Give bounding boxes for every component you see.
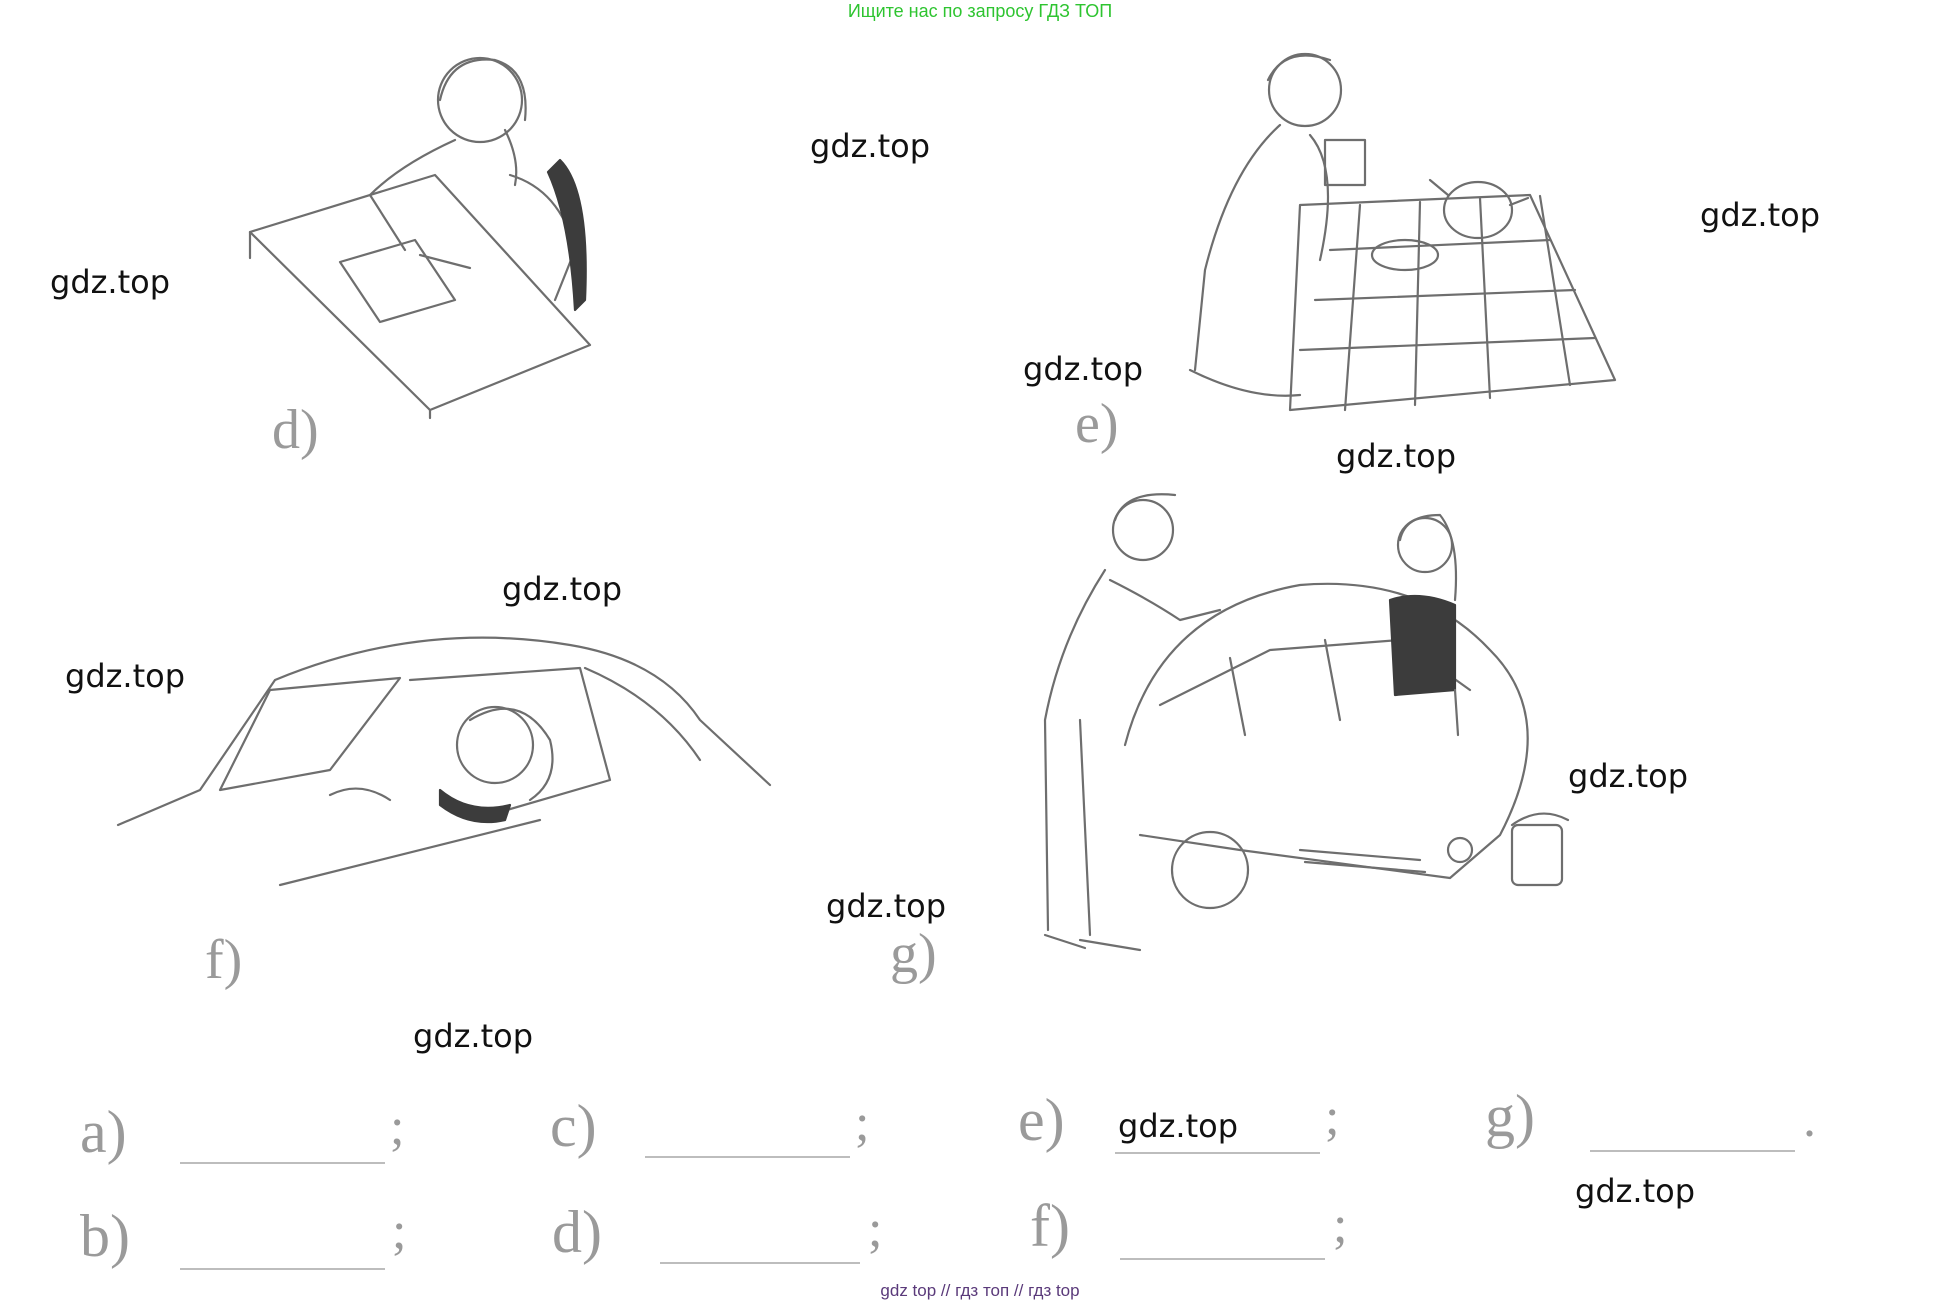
watermark: gdz.top (1023, 350, 1144, 388)
watermark: gdz.top (810, 127, 931, 165)
answer-line-c[interactable] (645, 1156, 850, 1158)
watermark: gdz.top (1568, 757, 1689, 795)
scene-label-e: e) (1075, 393, 1119, 455)
scene-g-drawing (1043, 493, 1570, 952)
scene-label-g: g) (890, 923, 937, 985)
watermark: gdz.top (1700, 196, 1821, 234)
scene-label-d: d) (272, 399, 319, 461)
answer-line-d[interactable] (660, 1262, 860, 1264)
scene-d-drawing (248, 56, 592, 420)
watermark: gdz.top (826, 887, 947, 925)
watermark: gdz.top (65, 657, 186, 695)
answer-line-b[interactable] (180, 1268, 385, 1270)
answer-line-a[interactable] (180, 1162, 385, 1164)
footer-links: gdz top // гдз топ // гдз top (880, 1281, 1080, 1300)
answer-line-f[interactable] (1120, 1258, 1325, 1260)
watermark: gdz.top (50, 263, 171, 301)
scene-f-drawing (116, 636, 772, 887)
watermark: gdz.top (1575, 1172, 1696, 1210)
answer-line-e[interactable] (1115, 1152, 1320, 1154)
scene-e-drawing (1188, 52, 1617, 412)
watermark: gdz.top (413, 1017, 534, 1055)
scene-label-f: f) (205, 929, 243, 991)
answer-line-g[interactable] (1590, 1150, 1795, 1152)
watermark: gdz.top (502, 570, 623, 608)
watermark: gdz.top (1336, 437, 1457, 475)
search-banner: Ищите нас по запросу ГДЗ ТОП (847, 1, 1113, 21)
watermark: gdz.top (1118, 1107, 1239, 1145)
